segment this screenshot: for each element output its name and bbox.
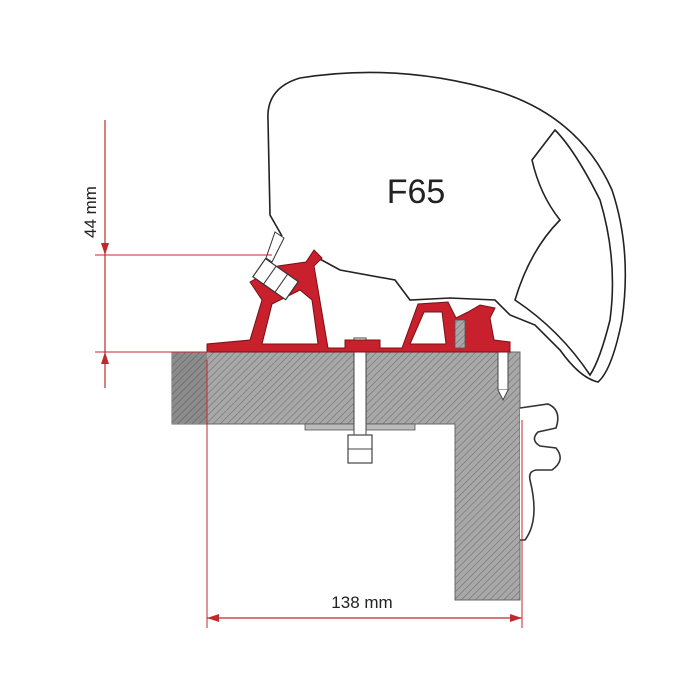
- width-dimension-label: 138 mm: [331, 593, 392, 612]
- model-label: F65: [387, 173, 446, 211]
- bolt-shaft: [353, 337, 367, 439]
- clamp-bolt: [252, 257, 300, 301]
- awning-front-cap: [514, 128, 614, 377]
- width-dimension: [206, 360, 523, 628]
- height-dimension: [95, 120, 272, 388]
- height-dimension-label: 44 mm: [81, 186, 100, 238]
- side-rail-profile: [519, 403, 561, 541]
- roof-wall-block: [171, 351, 521, 601]
- roof-edge-shadow: [172, 352, 207, 424]
- adapter-profile-inner: [261, 289, 447, 345]
